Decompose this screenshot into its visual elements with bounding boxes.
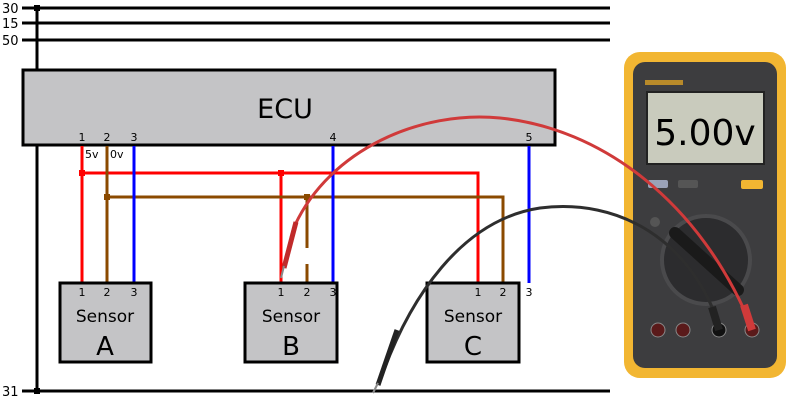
black-probe xyxy=(375,329,400,386)
sensor-pin: 3 xyxy=(131,286,138,299)
wire-0v-bus xyxy=(107,195,505,283)
junction-dot xyxy=(304,194,310,200)
pin-voltage-5v: 5v xyxy=(85,148,99,161)
jack-amps[interactable] xyxy=(650,322,666,338)
sensor-pin: 1 xyxy=(79,286,86,299)
sensor-letter: C xyxy=(464,332,482,362)
bus-label-50: 50 xyxy=(2,34,19,49)
bus-label-31: 31 xyxy=(2,385,19,400)
wiring xyxy=(79,146,531,283)
sensor-pin: 2 xyxy=(104,286,111,299)
ecu: ECU 1 2 3 4 5 5v 0v xyxy=(21,68,557,161)
sensor-pin: 1 xyxy=(278,286,285,299)
junction-dot xyxy=(104,194,110,200)
multimeter: 5.00v xyxy=(624,52,786,378)
pin-voltage-0v: 0v xyxy=(110,148,124,161)
sensor-pin: 2 xyxy=(500,286,507,299)
black-probe-tip xyxy=(372,382,379,394)
dial-pointer xyxy=(669,227,744,296)
ecu-pin-4: 4 xyxy=(330,131,337,144)
ecu-pin-3: 3 xyxy=(131,131,138,144)
red-probe xyxy=(281,221,299,269)
sensor-b: 1 2 3 Sensor B xyxy=(243,281,339,364)
sensor-pin: 3 xyxy=(526,286,533,299)
junction-dot xyxy=(34,5,40,11)
sensor-pin: 2 xyxy=(304,286,311,299)
ecu-pin-5: 5 xyxy=(526,131,533,144)
range-button[interactable] xyxy=(678,180,698,188)
sensor-pin: 1 xyxy=(475,286,482,299)
sensor-label: Sensor xyxy=(76,307,134,327)
ecu-box xyxy=(21,68,557,147)
test-leads xyxy=(280,115,756,394)
brand-label xyxy=(645,80,683,85)
bus-label-15: 15 xyxy=(2,17,19,32)
junction-dot xyxy=(278,170,284,176)
sensor-a: 1 2 3 Sensor A xyxy=(58,281,153,364)
junction-dot xyxy=(34,388,40,394)
ecu-pin-1: 1 xyxy=(79,131,86,144)
black-lead-plug xyxy=(708,305,723,332)
bus-label-30: 30 xyxy=(2,2,19,17)
wire-5v-bus xyxy=(82,171,480,283)
multimeter-display xyxy=(646,91,765,165)
junction-dot xyxy=(79,170,85,176)
black-test-lead xyxy=(382,205,721,371)
sensor-letter: B xyxy=(282,332,300,362)
red-lead-plug xyxy=(740,303,756,332)
sensor-label: Sensor xyxy=(262,307,320,327)
jack-milliamps[interactable] xyxy=(675,322,691,338)
power-button[interactable] xyxy=(650,217,660,227)
ecu-pin-2: 2 xyxy=(104,131,111,144)
multimeter-reading: 5.00v xyxy=(654,113,755,154)
ecu-label: ECU xyxy=(257,94,313,125)
sensor-pin: 3 xyxy=(330,286,337,299)
red-test-lead xyxy=(293,115,754,329)
sensor-letter: A xyxy=(96,332,114,362)
red-probe-tip xyxy=(280,265,285,279)
sensor-c: 1 2 3 Sensor C xyxy=(425,281,533,364)
backlight-button[interactable] xyxy=(741,180,763,189)
sensor-label: Sensor xyxy=(444,307,502,327)
